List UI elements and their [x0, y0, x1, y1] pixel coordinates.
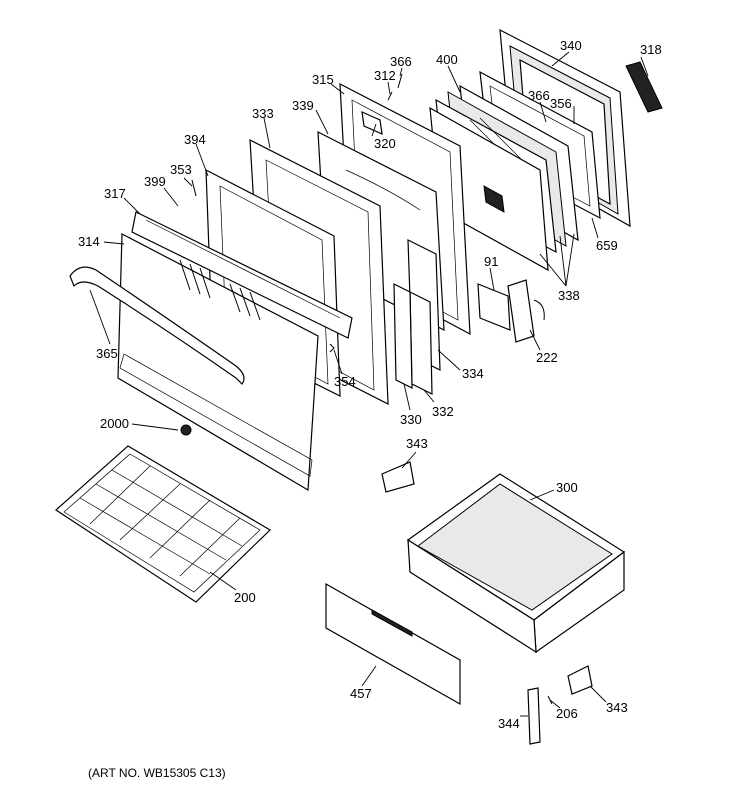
part-332-channel: [409, 291, 433, 395]
callout-320: 320: [374, 136, 396, 151]
callout-312: 312: [374, 68, 396, 83]
callout-399: 399: [144, 174, 166, 189]
leader-lines: [89, 51, 649, 717]
callout-330: 330: [400, 412, 422, 427]
callout-356: 356: [550, 96, 572, 111]
callout-659: 659: [596, 238, 618, 253]
callout-318: 318: [640, 42, 662, 57]
callout-300: 300: [556, 480, 578, 495]
part-344-drawer-slide: [527, 687, 541, 745]
callout-365: 365: [96, 346, 118, 361]
callout-315: 315: [312, 72, 334, 87]
callout-338: 338: [558, 288, 580, 303]
callout-366: 366: [528, 88, 550, 103]
callout-457: 457: [350, 686, 372, 701]
part-317-vent-trim: [131, 211, 353, 339]
callout-343: 343: [606, 700, 628, 715]
part-300-storage-drawer: [406, 473, 626, 654]
art-number-caption: (ART NO. WB15305 C13): [88, 766, 226, 780]
part-365-door-handle: [69, 266, 245, 385]
callout-317: 317: [104, 186, 126, 201]
callout-314: 314: [78, 234, 100, 249]
callout-344: 344: [498, 716, 520, 731]
callout-353: 353: [170, 162, 192, 177]
part-330-channel: [393, 283, 413, 389]
callout-366: 366: [390, 54, 412, 69]
part-318-hinge-cover: [625, 61, 663, 113]
part-366-screw: [397, 73, 403, 89]
callout-339: 339: [292, 98, 314, 113]
callout-206: 206: [556, 706, 578, 721]
part-2000-logo-badge: [180, 424, 192, 436]
part-354-clip: [329, 343, 335, 353]
part-312-screw: [387, 91, 393, 101]
vent-slots: [179, 259, 261, 321]
callout-labels: 340 318 366 312 315 400 366 356 320 339 …: [78, 38, 662, 731]
callout-340: 340: [560, 38, 582, 53]
callout-333: 333: [252, 106, 274, 121]
part-91-hinge-receiver: [477, 283, 511, 331]
callout-343: 343: [406, 436, 428, 451]
callout-400: 400: [436, 52, 458, 67]
callout-334: 334: [462, 366, 484, 381]
part-343-drawer-bracket-lower: [567, 665, 593, 695]
callout-354: 354: [334, 374, 356, 389]
part-353-screw: [191, 179, 197, 197]
callout-222: 222: [536, 350, 558, 365]
part-343-drawer-bracket-upper: [381, 461, 415, 493]
part-457-drawer-front: [325, 582, 461, 706]
part-200-oven-rack: [55, 445, 271, 603]
callout-2000: 2000: [100, 416, 129, 431]
callout-394: 394: [184, 132, 206, 147]
part-222-hinge: [507, 279, 545, 343]
callout-91: 91: [484, 254, 498, 269]
callout-332: 332: [432, 404, 454, 419]
callout-200: 200: [234, 590, 256, 605]
